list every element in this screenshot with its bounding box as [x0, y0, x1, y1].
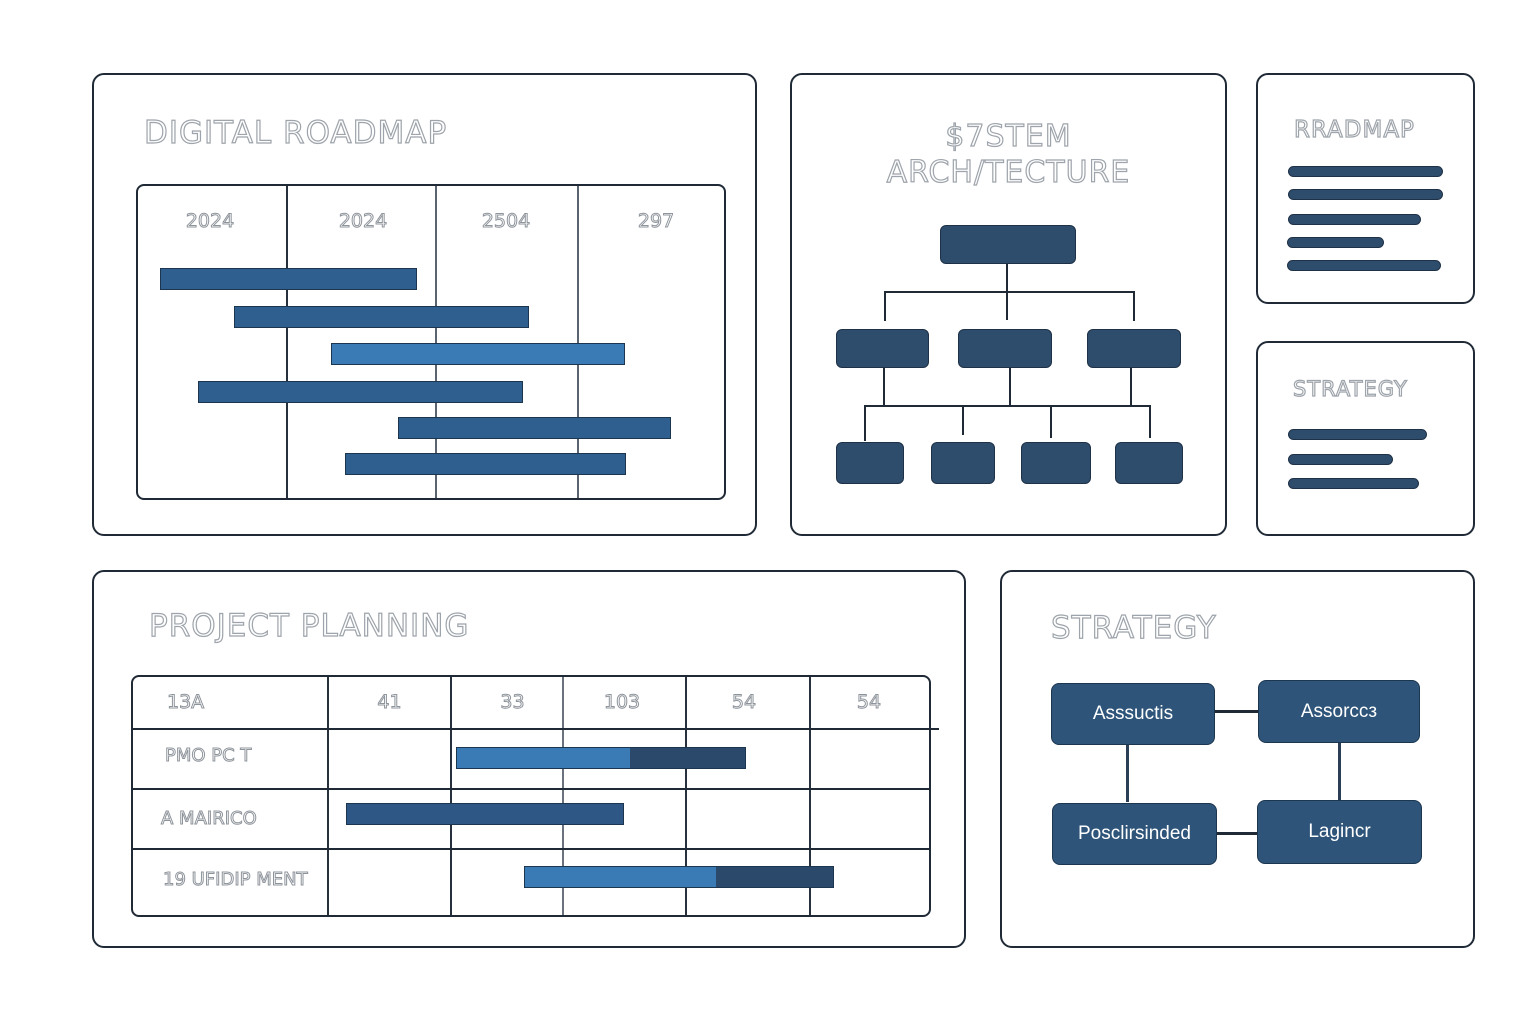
table-row-label: PMO PC T	[164, 745, 252, 767]
connector	[1050, 405, 1052, 438]
connector	[1213, 710, 1259, 713]
column-divider	[562, 677, 564, 915]
connector	[1338, 742, 1341, 800]
table-row-label: A MAIRICO	[161, 808, 258, 830]
arch-leaf-node[interactable]	[836, 442, 904, 484]
project-planning-panel: PROJECT PLANNING 13A 41 33 103 54 54 PMO…	[92, 570, 966, 948]
arch-leaf-node[interactable]	[931, 442, 995, 484]
task-progress-bar[interactable]	[524, 866, 834, 888]
strategy-node[interactable]: Lagincr	[1257, 800, 1422, 864]
digital-roadmap-title: DIGITAL ROADMAP	[143, 114, 448, 151]
arch-mid-node[interactable]	[1087, 329, 1181, 368]
connector	[884, 291, 1134, 293]
progress-complete	[525, 867, 716, 887]
text-line-placeholder	[1288, 166, 1443, 177]
table-header-cell: 54	[731, 691, 757, 714]
gantt-bar[interactable]	[398, 417, 671, 439]
arch-leaf-node[interactable]	[1021, 442, 1091, 484]
strategy-title: STRATEGY	[1050, 609, 1217, 646]
strategy-node[interactable]: Assorccз	[1258, 680, 1420, 743]
strategy-summary-title: STRATEGY	[1292, 376, 1408, 401]
arch-leaf-node[interactable]	[1115, 442, 1183, 484]
gantt-bar[interactable]	[160, 268, 417, 290]
gantt-bar[interactable]	[234, 306, 529, 328]
connector	[1009, 368, 1011, 406]
text-line-placeholder	[1287, 260, 1441, 271]
connector	[883, 368, 885, 406]
roadmap-gantt-chart: 2024 2024 2504 297	[136, 184, 726, 500]
strategy-panel: STRATEGY Asssuctis Assorccз Posclirsinde…	[1000, 570, 1475, 948]
progress-remaining	[715, 867, 833, 887]
project-planning-title: PROJECT PLANNING	[148, 607, 470, 644]
strategy-node[interactable]: Posclirsinded	[1052, 803, 1217, 865]
system-architecture-title: $7STEM ARCH/TECTURE	[792, 118, 1225, 191]
title-line-2: ARCH/TECTURE	[886, 154, 1131, 190]
table-header-cell: 33	[500, 691, 525, 714]
connector	[884, 291, 886, 321]
text-line-placeholder	[1287, 237, 1384, 248]
text-line-placeholder	[1288, 189, 1443, 200]
digital-roadmap-panel: DIGITAL ROADMAP 2024 2024 2504 297	[92, 73, 757, 536]
strategy-node[interactable]: Asssuctis	[1051, 683, 1215, 745]
system-architecture-panel: $7STEM ARCH/TECTURE	[790, 73, 1227, 536]
roadmap-summary-title: RRADMAP	[1293, 116, 1415, 143]
gantt-column-label: 2024	[338, 210, 388, 233]
connector	[1126, 744, 1129, 802]
table-header-cell: 41	[377, 691, 402, 714]
gantt-bar[interactable]	[345, 453, 626, 475]
gantt-divider	[577, 186, 579, 498]
progress-complete	[457, 748, 630, 768]
task-progress-bar[interactable]	[346, 803, 624, 825]
connector	[1149, 405, 1151, 438]
text-line-placeholder	[1288, 214, 1421, 225]
gantt-column-label: 297	[637, 210, 675, 233]
connector	[1215, 832, 1259, 835]
column-divider	[450, 677, 452, 915]
arch-mid-node[interactable]	[836, 329, 929, 368]
connector	[864, 405, 1151, 407]
connector	[864, 405, 866, 441]
gantt-bar[interactable]	[198, 381, 523, 403]
row-divider	[133, 728, 939, 730]
connector	[962, 405, 964, 435]
gantt-divider	[435, 186, 437, 498]
gantt-column-label: 2024	[185, 210, 235, 233]
gantt-bar[interactable]	[331, 343, 625, 365]
connector	[1130, 368, 1132, 406]
table-row-label: 19 UFIDIP MENT	[163, 869, 309, 891]
project-planning-table: 13A 41 33 103 54 54 PMO PC T A MAIRICO 1…	[131, 675, 939, 917]
column-divider	[809, 677, 811, 915]
table-header-cell: 103	[603, 691, 641, 714]
connector	[1133, 291, 1135, 321]
task-progress-bar[interactable]	[456, 747, 746, 769]
title-line-1: $7STEM	[945, 118, 1072, 154]
table-header-cell: 13A	[167, 691, 205, 714]
row-divider	[133, 788, 929, 790]
text-line-placeholder	[1288, 429, 1427, 440]
progress-remaining	[629, 748, 745, 768]
table-header-cell: 54	[856, 691, 882, 714]
gantt-column-label: 2504	[481, 210, 531, 233]
column-divider	[685, 677, 687, 915]
roadmap-summary-panel: RRADMAP	[1256, 73, 1475, 304]
arch-root-node[interactable]	[940, 225, 1076, 264]
column-divider	[327, 677, 329, 915]
arch-mid-node[interactable]	[958, 329, 1052, 368]
row-divider	[133, 848, 929, 850]
text-line-placeholder	[1288, 454, 1393, 465]
strategy-summary-panel: STRATEGY	[1256, 341, 1475, 536]
gantt-divider	[286, 186, 288, 498]
text-line-placeholder	[1288, 478, 1419, 489]
